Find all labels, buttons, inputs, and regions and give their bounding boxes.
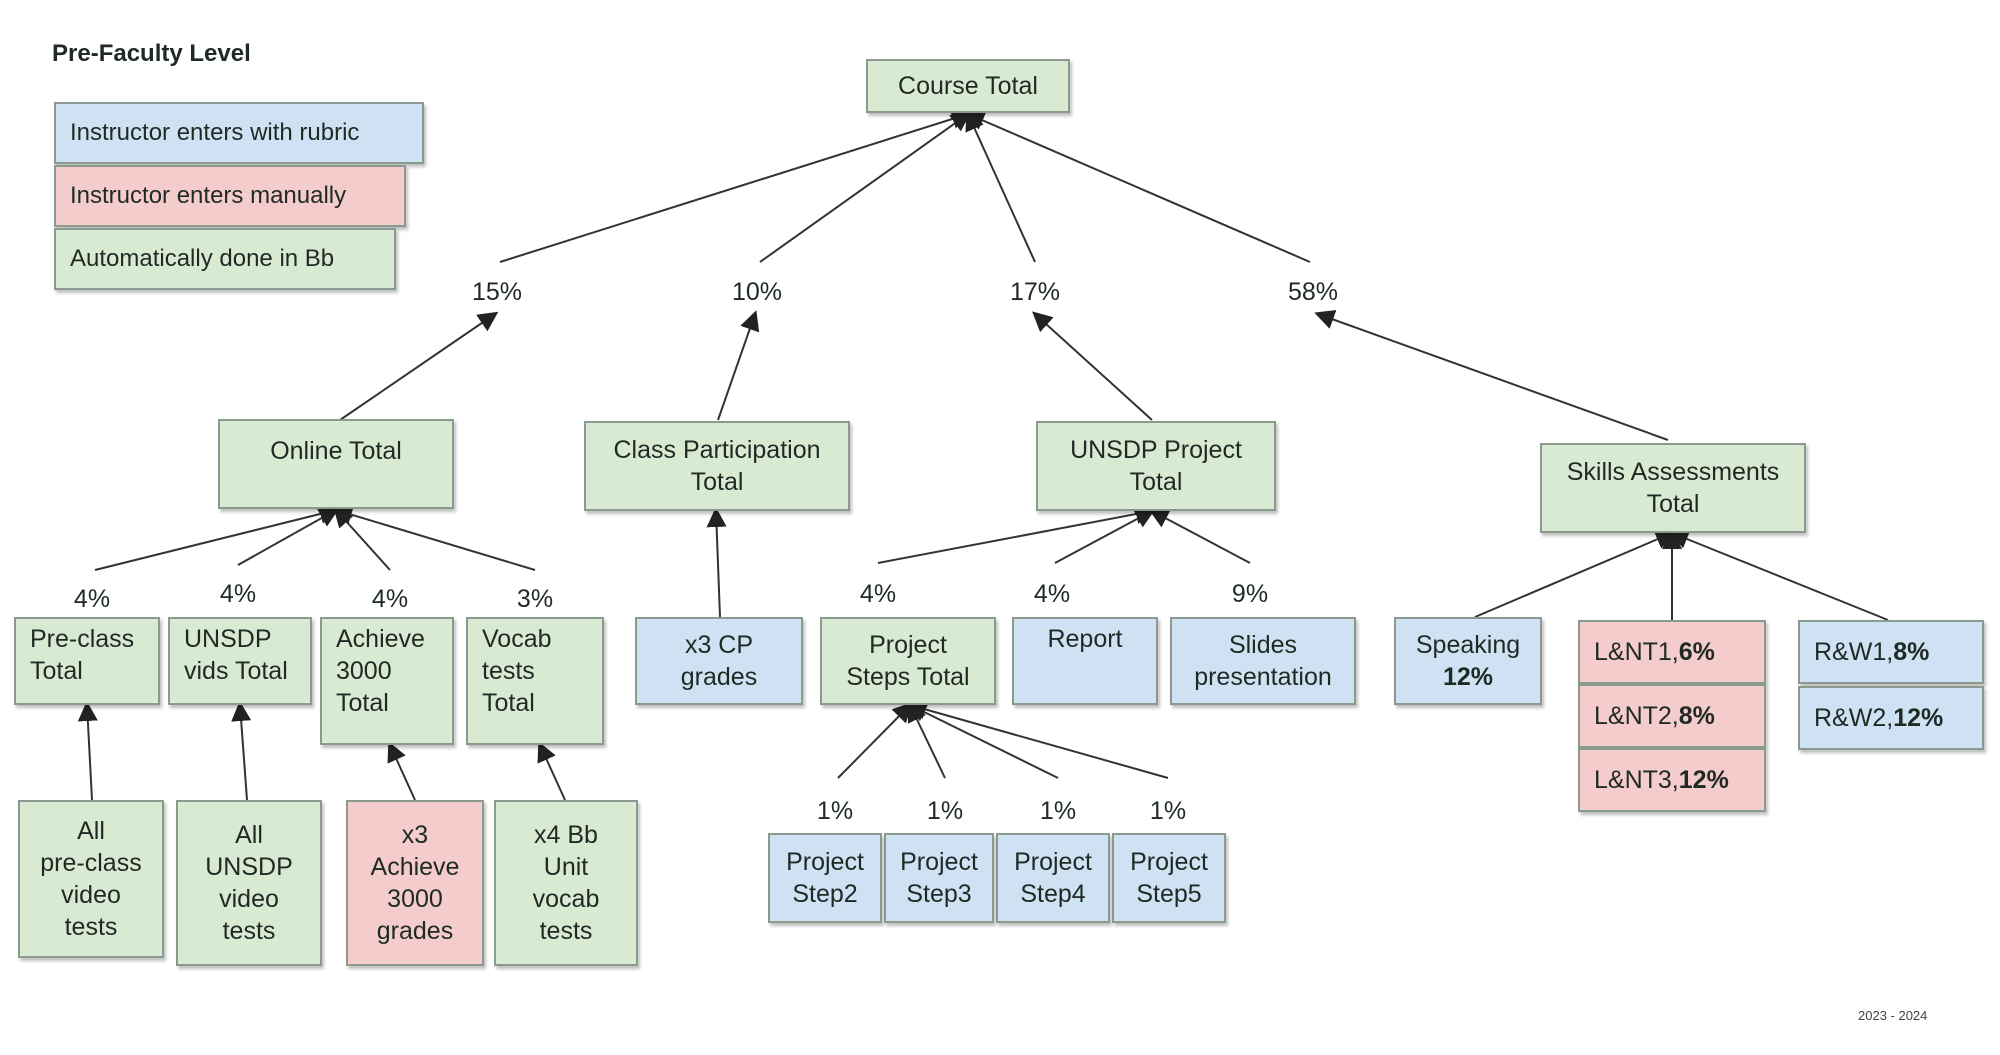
project-steps-total-node: Project Steps Total <box>820 617 996 705</box>
connector-line <box>1314 310 1669 441</box>
weight-unsdp-project: 17% <box>1009 278 1061 306</box>
weight-class-participation: 10% <box>731 278 783 306</box>
all-preclass-video-tests-node: All pre-class video tests <box>18 800 164 958</box>
weight-skills-assessments: 58% <box>1287 278 1339 306</box>
connector-line <box>231 701 252 801</box>
weight-project-steps: 4% <box>859 580 897 608</box>
pre-class-total-node: Pre-class Total <box>14 617 160 705</box>
weight-report: 4% <box>1033 580 1071 608</box>
connector-line <box>1054 509 1156 564</box>
project-step4-node: Project Step4 <box>996 833 1110 923</box>
connector-line <box>1474 530 1676 618</box>
unsdp-project-total-node: UNSDP Project Total <box>1036 421 1276 511</box>
online-total-node: Online Total <box>218 419 454 509</box>
weight-step4: 1% <box>1039 797 1077 825</box>
connector-line <box>906 699 1169 779</box>
connector-line <box>1032 311 1153 421</box>
achieve-3000-total-node: Achieve 3000 Total <box>320 617 454 745</box>
rw1-weight: 8% <box>1893 638 1930 666</box>
connector-line <box>906 703 1059 779</box>
weight-step5: 1% <box>1149 797 1187 825</box>
weight-step2: 1% <box>816 797 854 825</box>
connector-line <box>94 504 340 571</box>
lnt2-label: L&NT2, <box>1594 702 1679 730</box>
rw1-label: R&W1, <box>1814 638 1894 666</box>
connector-line <box>964 111 1311 263</box>
rw1-node: R&W1, 8% <box>1798 620 1984 684</box>
connector-line <box>332 505 536 571</box>
weight-slides: 9% <box>1231 580 1269 608</box>
weight-pre-class: 4% <box>73 585 111 613</box>
skills-assessments-total-node: Skills Assessments Total <box>1540 443 1806 533</box>
lnt2-node: L&NT2, 8% <box>1578 684 1766 748</box>
project-step3-node: Project Step3 <box>884 833 994 923</box>
connector-line <box>339 311 499 421</box>
connector-line <box>387 741 416 801</box>
x4-bb-unit-vocab-tests-node: x4 Bb Unit vocab tests <box>494 800 638 966</box>
course-total-node: Course Total <box>866 59 1070 113</box>
connector-line <box>877 504 1156 564</box>
lnt1-label: L&NT1, <box>1594 638 1679 666</box>
weight-achieve-3000: 4% <box>371 585 409 613</box>
speaking-label: Speaking <box>1415 631 1521 659</box>
lnt3-node: L&NT3, 12% <box>1578 748 1766 812</box>
class-participation-total-node: Class Participation Total <box>584 421 850 511</box>
connector-line <box>706 507 727 618</box>
all-unsdp-video-tests-node: All UNSDP video tests <box>176 800 322 966</box>
unsdp-vids-total-node: UNSDP vids Total <box>168 617 312 705</box>
lnt1-weight: 6% <box>1678 638 1715 666</box>
connector-line <box>77 701 98 801</box>
legend-item-manual: Instructor enters manually <box>54 165 406 227</box>
report-node: Report <box>1012 617 1158 705</box>
connector-line <box>907 701 946 779</box>
connector-line <box>837 702 913 779</box>
legend-item-rubric: Instructor enters with rubric <box>54 102 424 164</box>
slides-presentation-node: Slides presentation <box>1170 617 1356 705</box>
x3-achieve-3000-grades-node: x3 Achieve 3000 grades <box>346 800 484 966</box>
rw2-label: R&W2, <box>1814 704 1894 732</box>
weight-online: 15% <box>471 278 523 306</box>
connector-line <box>237 508 340 566</box>
rw2-weight: 12% <box>1893 704 1944 732</box>
legend-item-automatic: Automatically done in Bb <box>54 228 396 290</box>
weight-unsdp-vids: 4% <box>219 580 257 608</box>
weight-vocab: 3% <box>516 585 554 613</box>
lnt3-weight: 12% <box>1678 766 1729 794</box>
lnt2-weight: 8% <box>1678 702 1715 730</box>
project-step2-node: Project Step2 <box>768 833 882 923</box>
connector-line <box>759 111 972 263</box>
rw2-node: R&W2, 12% <box>1798 686 1984 750</box>
connector-line <box>717 310 760 421</box>
lnt3-label: L&NT3, <box>1594 766 1679 794</box>
year-footer: 2023 - 2024 <box>1858 1008 1928 1023</box>
connector-line <box>965 110 1036 263</box>
lnt1-node: L&NT1, 6% <box>1578 620 1766 684</box>
connector-line <box>1148 509 1251 564</box>
speaking-weight: 12% <box>1442 663 1494 691</box>
speaking-node: Speaking 12% <box>1394 617 1542 705</box>
connector-line <box>499 109 972 263</box>
weight-step3: 1% <box>926 797 964 825</box>
connector-line <box>1668 529 1889 621</box>
page-title: Pre-Faculty Level <box>52 40 251 67</box>
x3-cp-grades-node: x3 CP grades <box>635 617 803 705</box>
project-step5-node: Project Step5 <box>1112 833 1226 923</box>
vocab-tests-total-node: Vocab tests Total <box>466 617 604 745</box>
connector-line <box>537 741 566 801</box>
